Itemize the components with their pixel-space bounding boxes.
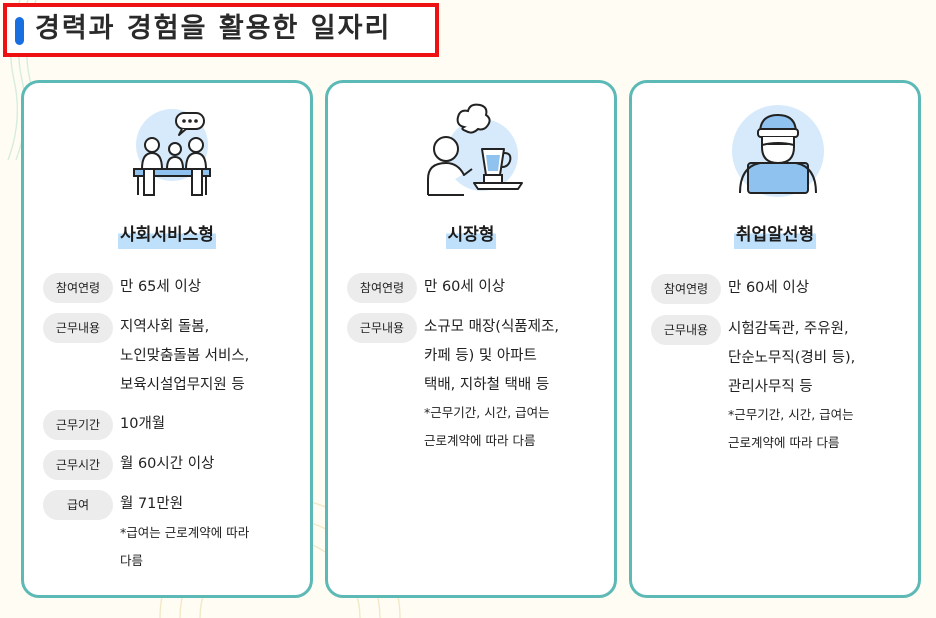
label-pill: 근무시간 bbox=[43, 450, 113, 480]
job-card-social-service: 사회서비스형 참여연령 만 65세 이상 근무내용 지역사회 돌봄, 노인맞춤돌… bbox=[21, 80, 313, 598]
card-title: 취업알선형 bbox=[632, 221, 918, 249]
label-pill: 근무내용 bbox=[347, 313, 417, 343]
meeting-people-icon bbox=[133, 109, 211, 196]
card-note: *근무기간, 시간, 급여는 근로계약에 따라 다름 bbox=[424, 405, 550, 448]
row-value: 만 60세 이상 bbox=[728, 280, 810, 296]
label-pill: 참여연령 bbox=[651, 274, 721, 304]
page-title: 경력과 경험을 활용한 일자리 bbox=[35, 13, 392, 44]
header-accent-bar bbox=[15, 17, 24, 45]
row-value: 소규모 매장(식품제조, 카페 등) 및 아파트 택배, 지하철 택배 등 bbox=[424, 319, 559, 393]
row-value: 시험감독관, 주유원, 단순노무직(경비 등), 관리사무직 등 bbox=[728, 321, 856, 395]
label-pill: 참여연령 bbox=[43, 273, 113, 303]
cook-blender-icon bbox=[427, 103, 523, 196]
row-value: 월 60시간 이상 bbox=[120, 456, 215, 472]
label-pill: 참여연령 bbox=[347, 273, 417, 303]
row-value: 월 71만원 bbox=[120, 496, 184, 512]
job-card-market: 시장형 참여연령 만 60세 이상 근무내용 소규모 매장(식품제조, 카페 등… bbox=[325, 80, 617, 598]
label-pill: 근무내용 bbox=[651, 315, 721, 345]
label-pill: 근무기간 bbox=[43, 410, 113, 440]
card-note: *급여는 근로계약에 따라 다름 bbox=[120, 525, 250, 568]
section-header: 경력과 경험을 활용한 일자리 bbox=[3, 3, 439, 57]
job-card-employment: 취업알선형 참여연령 만 60세 이상 근무내용 시험감독관, 주유원, 단순노… bbox=[629, 80, 921, 598]
row-value: 만 65세 이상 bbox=[120, 279, 202, 295]
worker-cap-icon bbox=[732, 105, 824, 197]
row-value: 10개월 bbox=[120, 416, 166, 432]
card-title: 시장형 bbox=[328, 221, 614, 249]
row-value: 지역사회 돌봄, 노인맞춤돌봄 서비스, 보육시설업무지원 등 bbox=[120, 319, 250, 393]
card-note: *근무기간, 시간, 급여는 근로계약에 따라 다름 bbox=[728, 407, 854, 450]
label-pill: 근무내용 bbox=[43, 313, 113, 343]
row-value: 만 60세 이상 bbox=[424, 279, 506, 295]
label-pill: 급여 bbox=[43, 490, 113, 520]
card-title: 사회서비스형 bbox=[24, 221, 310, 249]
